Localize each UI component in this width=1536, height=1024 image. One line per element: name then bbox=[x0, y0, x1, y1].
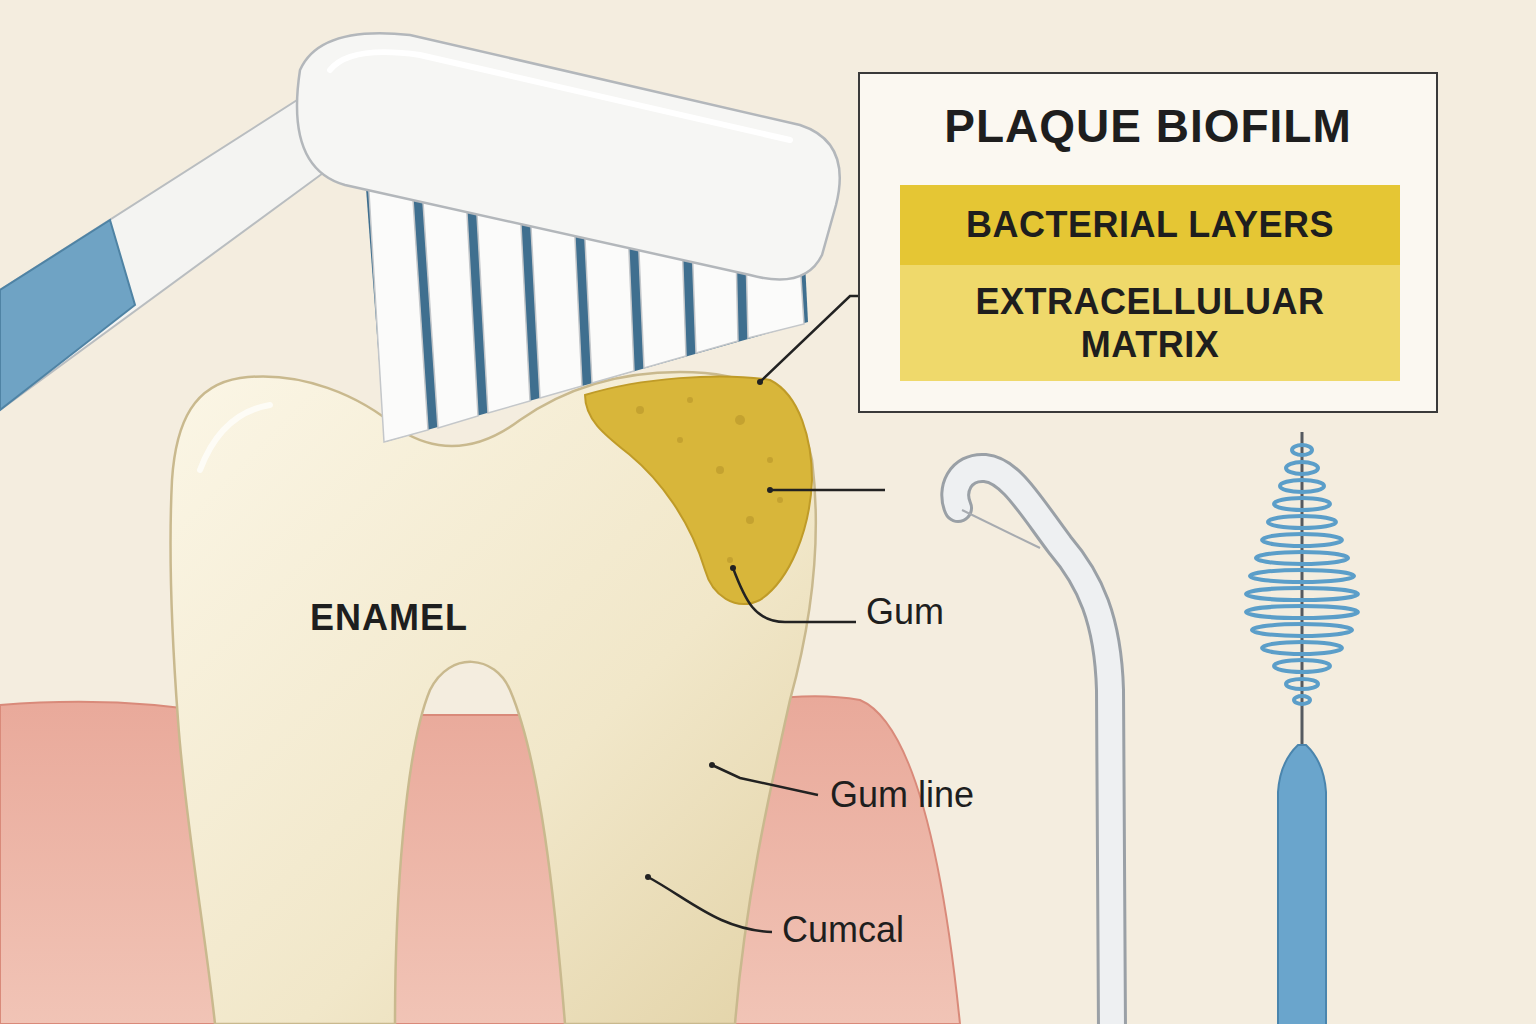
tooth bbox=[170, 372, 815, 1024]
floss-pick bbox=[955, 468, 1112, 1024]
toothbrush-handle bbox=[0, 95, 330, 410]
legend-panel: PLAQUE BIOFILM BACTERIAL LAYERS EXTRACELLU… bbox=[858, 72, 1438, 413]
band-label: EXTRACELLULUAR MATRIX bbox=[935, 280, 1365, 366]
panel-title: PLAQUE BIOFILM bbox=[944, 99, 1352, 154]
tooth-highlight bbox=[200, 405, 270, 470]
part-label: ENAMEL bbox=[310, 596, 468, 639]
part-label: Gum bbox=[866, 590, 944, 633]
part-label: Gum line bbox=[830, 773, 974, 816]
band: BACTERIAL LAYERS bbox=[900, 185, 1400, 265]
band-label: BACTERIAL LAYERS bbox=[966, 203, 1334, 246]
leader-dots bbox=[645, 379, 773, 880]
band: EXTRACELLULUAR MATRIX bbox=[900, 265, 1400, 381]
gum bbox=[0, 696, 960, 1024]
interdental-brush bbox=[1246, 432, 1358, 1024]
toothbrush-grip bbox=[0, 220, 135, 410]
plaque-texture bbox=[636, 397, 783, 563]
toothbrush-head bbox=[297, 33, 840, 279]
part-label: Cumcal bbox=[782, 908, 904, 951]
toothbrush-highlight bbox=[330, 52, 790, 140]
